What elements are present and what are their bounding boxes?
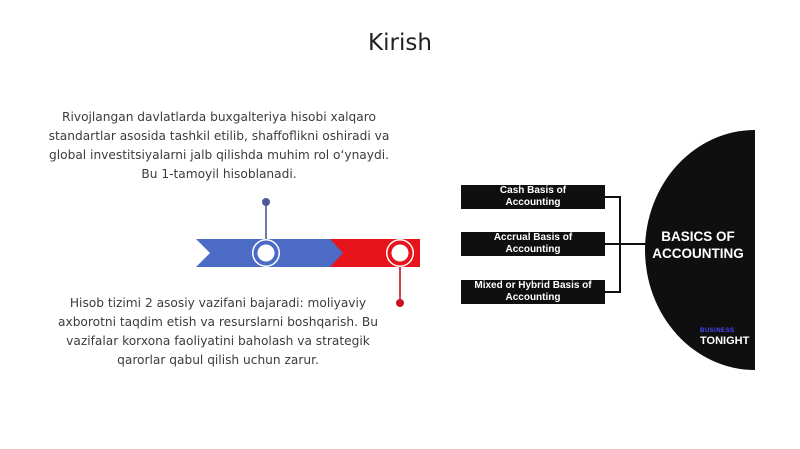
box-line: Accounting [505,292,561,303]
timeline-graphic [196,198,420,307]
cash-basis-box: Cash Basis of Accounting [461,185,605,209]
brand-bottom-text: TONIGHT [700,335,750,347]
box-line: Cash Basis of [499,185,567,196]
circle-title-line: BASICS OF [661,229,735,244]
hybrid-basis-box: Mixed or Hybrid Basis of Accounting [461,280,605,304]
paragraph-line: vazifalar korxona faoliyatini baholash v… [66,334,370,348]
business-tonight-logo: BUSINESS TONIGHT [700,327,749,347]
paragraph-line: axborotni taqdim etish va resurslarni bo… [58,315,378,329]
paragraph-line: standartlar asosida tashkil etilib, shaf… [48,129,390,143]
paragraph-line: Bu 1-tamoyil hisoblanadi. [141,167,297,181]
circle-title-line: ACCOUNTING [652,246,744,261]
post-red [396,267,404,307]
basics-of-accounting-title: BASICS OF ACCOUNTING [647,228,749,262]
post-blue [262,198,270,240]
basics-of-accounting-infographic: Cash Basis of Accounting Accrual Basis o… [455,125,755,370]
accrual-basis-box: Accrual Basis of Accounting [461,232,605,256]
box-line: Accounting [505,244,561,255]
intro-paragraph-1: Rivojlangan davlatlarda buxgalteriya his… [36,108,402,184]
paragraph-line: Rivojlangan davlatlarda buxgalteriya his… [62,110,376,124]
black-semicircle [645,130,755,370]
intro-paragraph-2: Hisob tizimi 2 asosiy vazifani bajaradi:… [40,294,396,370]
paragraph-line: qarorlar qabul qilish uchun zarur. [117,353,319,367]
box-line: Accounting [505,197,561,208]
paragraph-line: global investitsiyalarni jalb qilishda m… [49,148,389,162]
box-line: Mixed or Hybrid Basis of [474,280,592,291]
brand-top-text: BUSINESS [700,328,735,334]
paragraph-line: Hisob tizimi 2 asosiy vazifani bajaradi:… [69,296,367,310]
box-line: Accrual Basis of [493,232,573,243]
bracket-lines [605,130,755,370]
slide-title: Kirish [368,30,432,56]
